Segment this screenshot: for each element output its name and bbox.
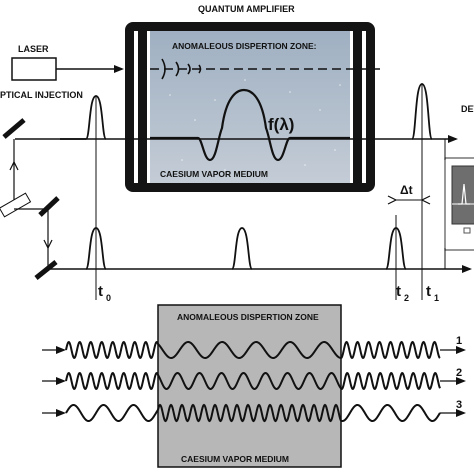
wavefront-2 [175, 61, 180, 77]
bottom-medium-label: CAESIUM VAPOR MEDIUM [181, 454, 289, 464]
wavefront-3 [187, 63, 191, 75]
t0-label: t [98, 283, 103, 300]
bottom-medium-region [157, 304, 342, 468]
t1-sub: 1 [434, 293, 439, 303]
beam-arrow-down [43, 239, 53, 250]
caesium-chamber [150, 31, 350, 183]
t1-label: t [426, 283, 431, 300]
reference-pulse-mid [231, 227, 253, 270]
mirror-top [2, 118, 26, 139]
wave-3 [65, 403, 441, 423]
wave-1 [65, 340, 441, 360]
oscilloscope-trace-pulse [458, 183, 470, 205]
wave-3-label: 3 [456, 399, 462, 411]
t0-sub: 0 [106, 293, 111, 303]
optical-injection-label: PTICAL INJECTION [0, 90, 83, 100]
wave-2-label: 2 [456, 367, 462, 379]
bottom-zone-label: ANOMALEOUS DISPERTION ZONE [177, 312, 319, 322]
oscilloscope-knob [463, 227, 471, 234]
beam-arrow-up [9, 160, 19, 171]
mirror-bottom [34, 260, 58, 280]
wave-2 [65, 371, 441, 391]
amplifier-title: QUANTUM AMPLIFIER [198, 4, 295, 14]
delta-arrow-right [420, 195, 431, 205]
amplifier-left-bar [138, 31, 147, 183]
vapor-speckles [169, 79, 341, 171]
amplifier-right-bar [353, 31, 362, 183]
wavefront-4 [198, 64, 202, 74]
function-label: f(λ) [268, 115, 294, 134]
gain-profile-curve [150, 88, 350, 162]
top-zone-label: ANOMALEOUS DISPERTION ZONE: [172, 41, 317, 51]
top-medium-label: CAESIUM VAPOR MEDIUM [160, 169, 268, 179]
wavefront-1 [161, 58, 166, 80]
t2-sub: 2 [404, 293, 409, 303]
mirror-mid [38, 196, 60, 217]
laser-label: LASER [18, 44, 49, 54]
laser-box [11, 57, 57, 81]
wave-1-label: 1 [456, 335, 462, 347]
beam-splitter [0, 192, 32, 218]
input-pulse [60, 95, 107, 140]
delta-arrow-left [387, 195, 398, 205]
t2-label: t [396, 283, 401, 300]
detector-label: DET [461, 104, 474, 114]
delta-t-label: Δt [400, 183, 413, 197]
